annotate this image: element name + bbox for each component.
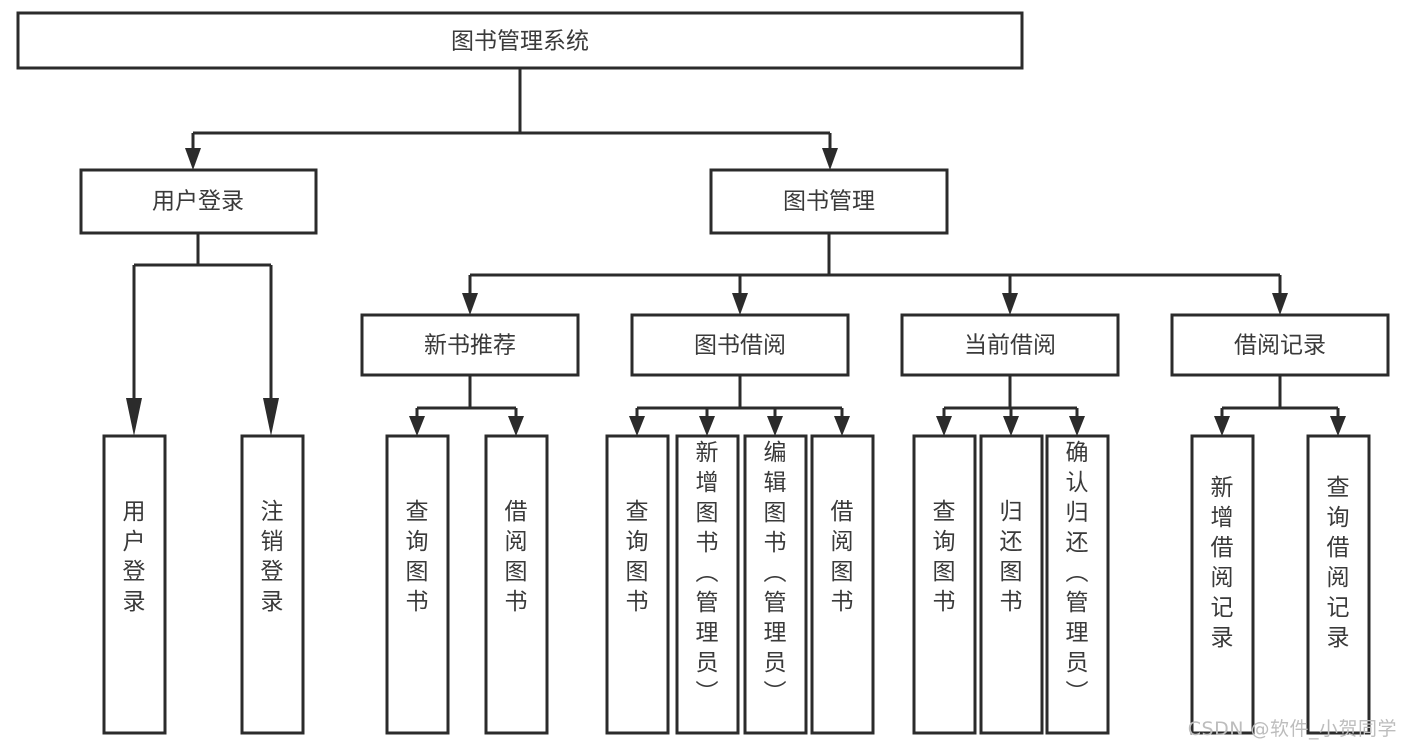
leaf-recommend-borrow-book-label: 借阅图书 — [505, 499, 528, 615]
arrow-leaf-borrow-record-1 — [1214, 416, 1230, 436]
leaf-recommend-query-book-box[interactable] — [385, 434, 450, 735]
arrow-to-borrow-record — [1272, 293, 1288, 315]
arrow-leaf-current-borrow-2 — [1003, 416, 1019, 436]
node-user-login-box[interactable] — [79, 168, 318, 235]
arrow-to-book-borrow — [732, 293, 748, 315]
leaf-return-book-label: 归还图书 — [1000, 499, 1023, 615]
arrow-leaf-new-book-2 — [508, 416, 524, 436]
leaf-node[interactable]: 确认归还︵管理员︶ — [1045, 434, 1110, 735]
leaf-current-query-book-box[interactable] — [912, 434, 977, 735]
leaf-logout-label: 注销登录 — [261, 499, 284, 615]
arrow-leaf-book-borrow-1 — [629, 416, 645, 436]
arrow-leaf-book-borrow-3 — [767, 416, 783, 436]
connector-layer — [126, 68, 1346, 436]
node-root-label: 图书管理系统 — [451, 29, 589, 55]
node-current-borrow-box[interactable] — [900, 313, 1120, 377]
leaf-edit-book-admin-label: 编辑图书︵管理员︶ — [764, 440, 787, 706]
arrow-leaf-current-borrow-3 — [1069, 416, 1085, 436]
leaf-recommend-query-book-label: 查询图书 — [406, 499, 429, 615]
leaf-node[interactable]: 查询图书 — [605, 434, 670, 735]
leaf-node[interactable]: 注销登录 — [240, 434, 305, 735]
node-new-book-recommend-box[interactable] — [360, 313, 580, 377]
leaf-user-login-box[interactable] — [102, 434, 167, 735]
arrow-to-new-book — [462, 293, 478, 315]
leaf-confirm-return-admin-box[interactable] — [1045, 434, 1110, 735]
leaf-node[interactable]: 查询图书 — [385, 434, 450, 735]
leaf-current-query-book-label: 查询图书 — [933, 499, 956, 615]
node-new-book-recommend-label: 新书推荐 — [424, 333, 516, 359]
leaf-return-book-box[interactable] — [979, 434, 1044, 735]
arrow-leaf-user-login-2 — [263, 398, 279, 436]
arrow-leaf-new-book-1 — [409, 416, 425, 436]
leaf-add-borrow-record-label: 新增借阅记录 — [1211, 475, 1234, 651]
arrow-to-book-manage — [822, 148, 838, 170]
arrow-to-current-borrow — [1002, 293, 1018, 315]
node-current-borrow-label: 当前借阅 — [964, 333, 1056, 359]
arrow-leaf-book-borrow-4 — [834, 416, 850, 436]
leaf-edit-book-admin-box[interactable] — [743, 434, 808, 735]
leaf-user-login-label: 用户登录 — [123, 499, 146, 615]
leaf-add-borrow-record-box[interactable] — [1190, 434, 1255, 735]
leaf-borrow-book-label: 借阅图书 — [831, 499, 854, 615]
leaf-node[interactable]: 借阅图书 — [810, 434, 875, 735]
leaf-node[interactable]: 借阅图书 — [484, 434, 549, 735]
leaf-borrow-book-box[interactable] — [810, 434, 875, 735]
leaf-confirm-return-admin-label: 确认归还︵管理员︶ — [1066, 440, 1089, 706]
node-user-login-label: 用户登录 — [152, 189, 244, 215]
leaf-query-borrow-record-label: 查询借阅记录 — [1327, 475, 1350, 651]
node-root[interactable]: 图书管理系统 — [16, 11, 1024, 70]
node-book-manage[interactable]: 图书管理 — [709, 168, 949, 235]
leaf-node[interactable]: 查询借阅记录 — [1306, 434, 1371, 735]
node-book-manage-box[interactable] — [709, 168, 949, 235]
leaf-node[interactable]: 编辑图书︵管理员︶ — [743, 434, 808, 735]
leaf-add-book-admin-box[interactable] — [675, 434, 740, 735]
node-new-book-recommend[interactable]: 新书推荐 — [360, 313, 580, 377]
node-book-borrow[interactable]: 图书借阅 — [630, 313, 850, 377]
node-book-borrow-label: 图书借阅 — [694, 333, 786, 359]
arrow-leaf-current-borrow-1 — [936, 416, 952, 436]
arrow-leaf-book-borrow-2 — [699, 416, 715, 436]
node-borrow-record-label: 借阅记录 — [1234, 333, 1326, 359]
node-root-box[interactable] — [16, 11, 1024, 70]
leaf-node[interactable]: 新增图书︵管理员︶ — [675, 434, 740, 735]
node-current-borrow[interactable]: 当前借阅 — [900, 313, 1120, 377]
node-user-login[interactable]: 用户登录 — [79, 168, 318, 235]
arrow-leaf-borrow-record-2 — [1330, 416, 1346, 436]
leaf-node[interactable]: 用户登录 — [102, 434, 167, 735]
node-borrow-record-box[interactable] — [1170, 313, 1390, 377]
leaf-borrow-query-book-label: 查询图书 — [626, 499, 649, 615]
leaf-borrow-query-book-box[interactable] — [605, 434, 670, 735]
leaf-logout-box[interactable] — [240, 434, 305, 735]
leaf-recommend-borrow-book-box[interactable] — [484, 434, 549, 735]
leaf-query-borrow-record-box[interactable] — [1306, 434, 1371, 735]
leaf-node[interactable]: 新增借阅记录 — [1190, 434, 1255, 735]
node-book-manage-label: 图书管理 — [783, 189, 875, 215]
leaf-node[interactable]: 归还图书 — [979, 434, 1044, 735]
leaf-node[interactable]: 查询图书 — [912, 434, 977, 735]
arrow-leaf-user-login-1 — [126, 398, 142, 436]
node-book-borrow-box[interactable] — [630, 313, 850, 377]
arrow-to-user-login — [185, 148, 201, 170]
leaf-add-book-admin-label: 新增图书︵管理员︶ — [696, 440, 719, 706]
node-borrow-record[interactable]: 借阅记录 — [1170, 313, 1390, 377]
